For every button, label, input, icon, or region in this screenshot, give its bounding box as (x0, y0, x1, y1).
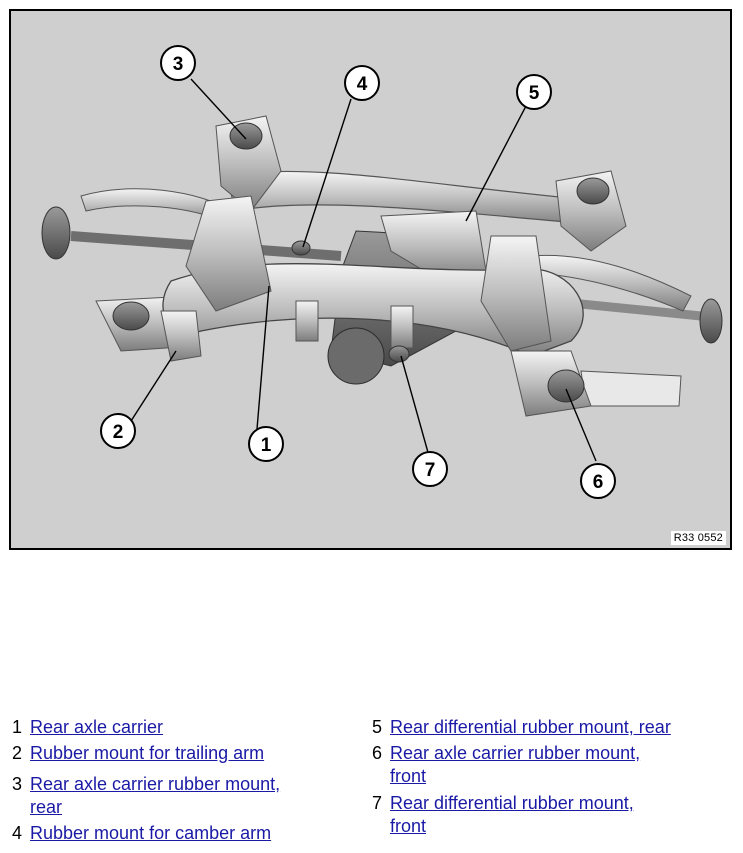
legend-item-1: 1 Rear axle carrier (12, 716, 163, 738)
right-lower-arm (530, 254, 692, 312)
diff-front-mount-left (295, 300, 319, 342)
front-left-bracket (160, 310, 202, 362)
legend-link-carrier-mount-front-cont[interactable]: front (390, 766, 427, 786)
front-right-mount (547, 369, 585, 403)
legend-num: 7 (372, 793, 383, 813)
legend-link-diff-mount-front[interactable]: Rear differential rubber mount, (390, 793, 634, 813)
callout-2-label: 2 (113, 422, 124, 443)
right-side-rail (480, 235, 552, 352)
trailing-arm-mount (112, 301, 150, 331)
callout-6-label: 6 (593, 472, 604, 493)
differential-cover (327, 327, 385, 385)
callout-3-label: 3 (173, 54, 184, 75)
callout-7: 7 (412, 451, 448, 487)
callout-7-label: 7 (425, 460, 436, 481)
legend-item-2: 2 Rubber mount for trailing arm (12, 742, 264, 764)
callout-2: 2 (100, 413, 136, 449)
callout-3: 3 (160, 45, 196, 81)
legend-link-rear-axle-carrier[interactable]: Rear axle carrier (30, 717, 164, 737)
legend-num: 1 (12, 717, 23, 737)
legend-link-carrier-mount-rear[interactable]: Rear axle carrier rubber mount, (30, 774, 281, 794)
legend-num: 5 (372, 717, 383, 737)
rear-right-mount (576, 177, 610, 205)
legend-link-trailing-arm-mount[interactable]: Rubber mount for trailing arm (30, 743, 265, 763)
axle-illustration: 1 2 3 4 5 6 7 (41, 45, 723, 499)
legend-item-7-cont: front (390, 815, 426, 837)
leader-lines (130, 78, 597, 462)
left-side-rail (185, 195, 272, 312)
camber-arm-mount (291, 240, 311, 256)
left-hub (41, 206, 71, 260)
legend-item-6: 6 Rear axle carrier rubber mount, (372, 742, 640, 764)
legend-num: 3 (12, 774, 23, 794)
legend-item-5: 5 Rear differential rubber mount, rear (372, 716, 671, 738)
callout-5: 5 (516, 74, 552, 110)
legend-link-diff-mount-rear[interactable]: Rear differential rubber mount, rear (390, 717, 671, 737)
callout-1: 1 (248, 426, 284, 462)
legend-num: 4 (12, 823, 23, 843)
legend-item-6-cont: front (390, 765, 426, 787)
callouts: 1 2 3 4 5 6 7 (100, 45, 616, 499)
legend-item-3-cont: rear (30, 796, 62, 818)
callout-1-label: 1 (261, 435, 272, 456)
callout-4-label: 4 (357, 74, 368, 95)
callout-5-label: 5 (529, 83, 540, 104)
legend-link-carrier-mount-rear-cont[interactable]: rear (30, 797, 63, 817)
legend-item-7: 7 Rear differential rubber mount, (372, 792, 634, 814)
callout-4: 4 (344, 65, 380, 101)
legend-num: 6 (372, 743, 383, 763)
legend-item-3: 3 Rear axle carrier rubber mount, (12, 773, 280, 795)
diff-front-mount-right (390, 305, 414, 349)
legend-link-carrier-mount-front[interactable]: Rear axle carrier rubber mount, (390, 743, 641, 763)
legend-link-diff-mount-front-cont[interactable]: front (390, 816, 427, 836)
legend-item-4: 4 Rubber mount for camber arm (12, 822, 271, 844)
callout-6: 6 (580, 463, 616, 499)
diff-front-rubber (388, 345, 410, 363)
legend-link-camber-arm-mount[interactable]: Rubber mount for camber arm (30, 823, 272, 843)
figure-code: R33 0552 (670, 531, 726, 545)
axle-diagram: 1 2 3 4 5 6 7 (9, 9, 732, 550)
right-trailing-arm (580, 370, 682, 407)
legend-num: 2 (12, 743, 23, 763)
right-hub (699, 298, 723, 344)
